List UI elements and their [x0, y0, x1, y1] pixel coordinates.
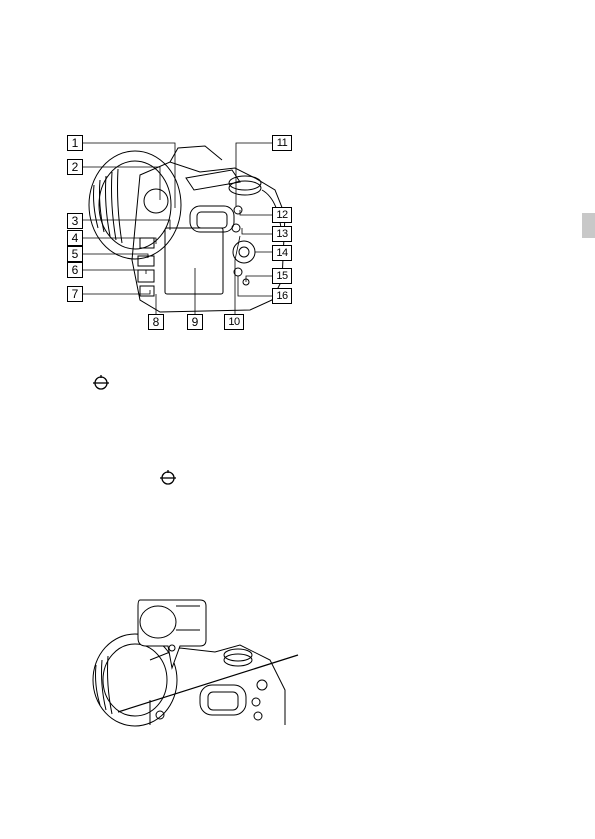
camera-sensor-position-illustration	[0, 0, 595, 839]
